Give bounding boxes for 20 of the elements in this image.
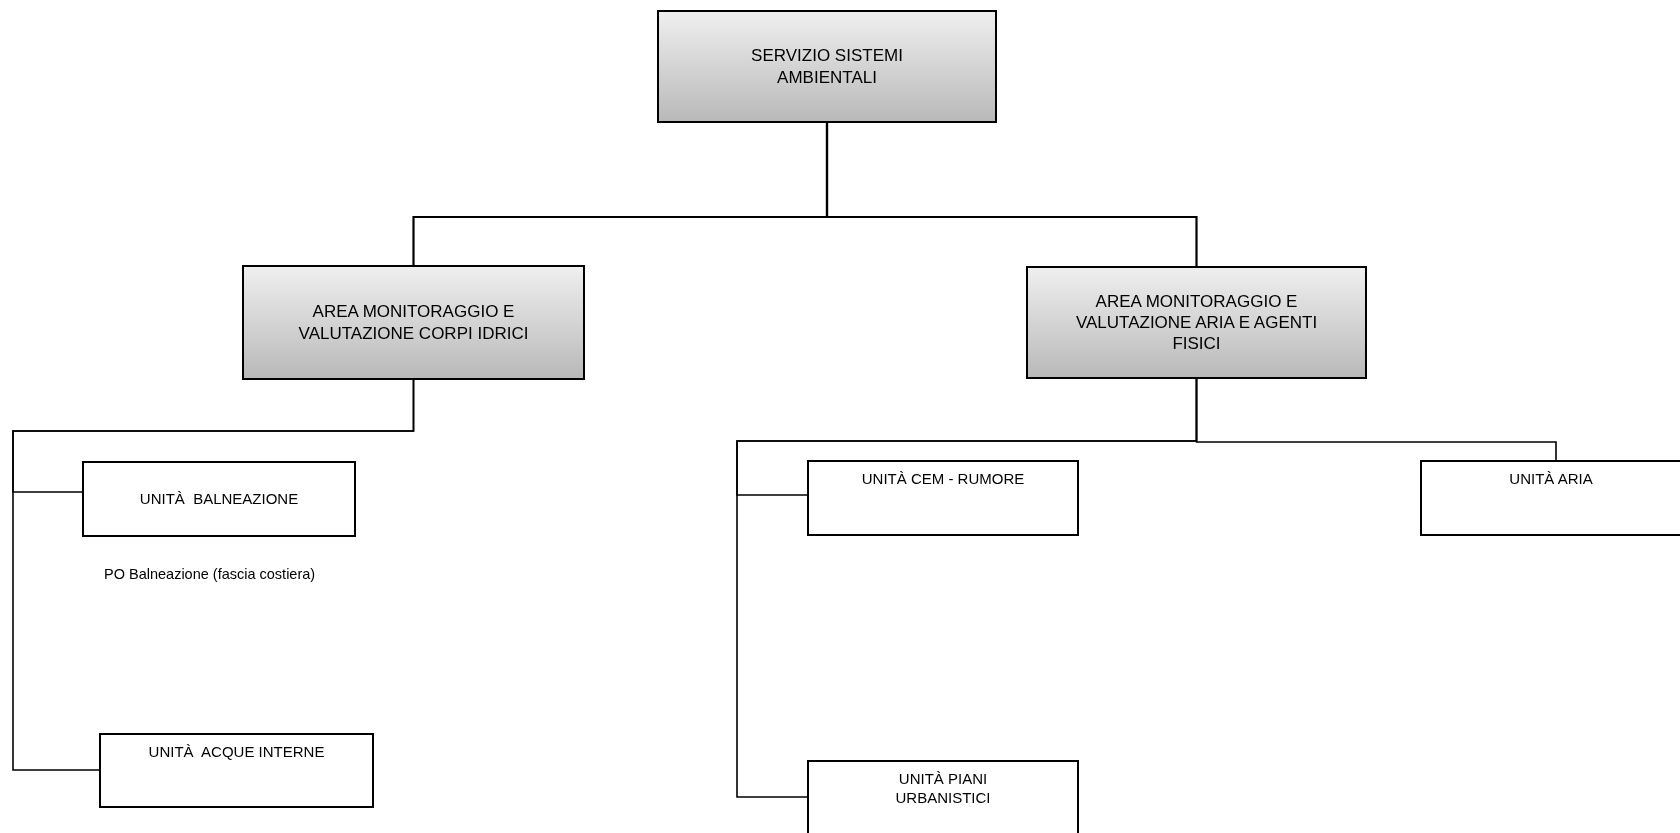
box-title: AREA MONITORAGGIO E VALUTAZIONE ARIA E AGENTI FISICI (1074, 290, 1319, 355)
department-box (1026, 266, 1367, 379)
unit-box (1420, 460, 1680, 536)
department-box (657, 10, 997, 123)
box-title: UNITÀ PIANI URBANISTICI (894, 770, 992, 808)
note-text: PO Balneazione (fascia costiera) (104, 566, 316, 582)
unit-box (807, 460, 1079, 536)
unit-box (99, 733, 374, 808)
box-title: SERVIZIO SISTEMI AMBIENTALI (750, 45, 904, 88)
connector-line (12, 379, 415, 771)
box-title: UNITÀ CEM - RUMORE (860, 470, 1026, 489)
unit-box (82, 461, 356, 537)
connector-line (1195, 378, 1557, 461)
connector-line (825, 123, 1198, 266)
box-title: UNITÀ ARIA (1508, 470, 1594, 489)
box-title: UNITÀ ACQUE INTERNE (147, 743, 326, 762)
department-box (242, 265, 585, 380)
unit-box (807, 760, 1079, 833)
box-title: UNITÀ BALNEAZIONE (138, 489, 300, 509)
box-title: AREA MONITORAGGIO E VALUTAZIONE CORPI IDRICI (297, 301, 530, 344)
